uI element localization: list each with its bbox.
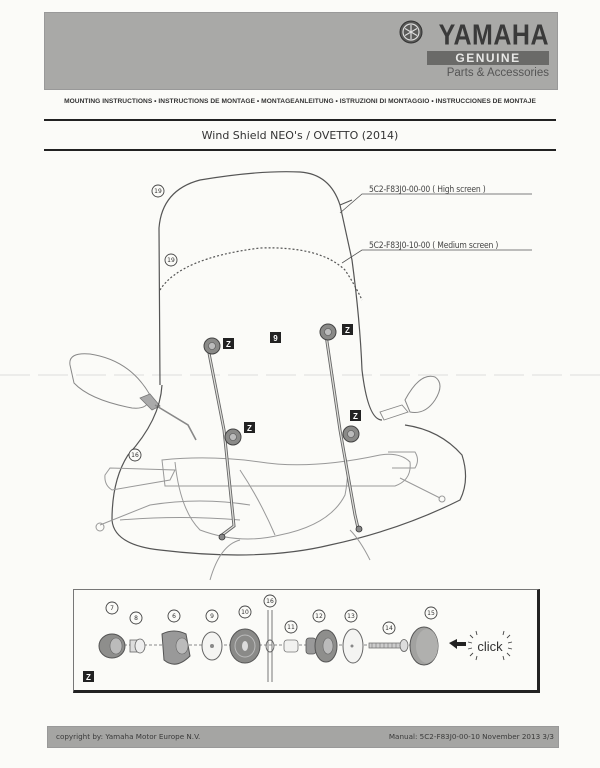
part-label-high-screen: 5C2-F83J0-00-00 ( High screen ): [369, 185, 486, 195]
copyright-text: copyright by: Yamaha Motor Europe N.V.: [56, 732, 201, 741]
callout-19-medium: 19: [164, 253, 178, 267]
callout-label: 15: [427, 610, 435, 617]
left-bracket: [203, 337, 242, 541]
callout-label: 12: [315, 613, 323, 620]
part-9-washer-icon: [201, 631, 223, 661]
medium-screen-outline: [159, 247, 363, 301]
tuning-fork-emblem-icon: [399, 20, 423, 44]
callout-9: 9: [205, 609, 219, 623]
callout-label: 19: [154, 188, 162, 195]
left-mirror-icon: [69, 353, 151, 409]
z-marker: Z: [350, 410, 361, 421]
z-marker: Z: [83, 671, 94, 682]
callout-7: 7: [105, 601, 119, 615]
part-6-grommet-icon: [161, 630, 191, 665]
callout-label: 8: [134, 615, 138, 622]
callout-label: 11: [287, 624, 295, 631]
callout-label: Z: [353, 412, 358, 421]
callout-16: 16: [263, 594, 277, 608]
callout-9: 9: [270, 332, 281, 343]
callout-16: 16: [128, 448, 142, 462]
callout-label: 6: [172, 613, 176, 620]
mounting-instructions-line: MOUNTING INSTRUCTIONS • INSTRUCTIONS DE …: [64, 98, 536, 105]
right-bracket: [319, 323, 363, 533]
callout-label: 16: [266, 598, 274, 605]
callout-10: 10: [238, 605, 252, 619]
part-7-nut-icon: [98, 633, 126, 659]
callout-label: 9: [273, 334, 278, 343]
brand-name: YAMAHA: [438, 19, 549, 52]
callout-label: Z: [345, 326, 350, 335]
manual-reference: Manual: 5C2-F83J0-00-10 November 2013 3/…: [388, 732, 554, 741]
detail-z-box: click 7 8 6 9 10 16 11 12 13 14 15 Z: [73, 589, 540, 693]
divider-bottom: [44, 149, 556, 151]
callout-label: Z: [247, 424, 252, 433]
callout-label: 7: [110, 605, 114, 612]
callout-label: Z: [226, 340, 231, 349]
callout-12: 12: [312, 609, 326, 623]
callout-label: 9: [210, 613, 214, 620]
z-marker: Z: [223, 338, 234, 349]
part-label-medium-screen: 5C2-F83J0-10-00 ( Medium screen ): [369, 241, 499, 251]
right-mirror-icon: [404, 375, 441, 413]
part-10-rubber-disc-icon: [229, 628, 261, 664]
z-marker: Z: [244, 422, 255, 433]
callout-11: 11: [284, 620, 298, 634]
click-label: click: [477, 639, 503, 654]
callout-19-high: 19: [151, 184, 165, 198]
part-12-rubber-mount-icon: [305, 629, 338, 663]
part-11-spacer-icon: [283, 639, 299, 653]
callout-6: 6: [167, 609, 181, 623]
page-title: Wind Shield NEO's / OVETTO (2014): [201, 129, 399, 142]
callout-label: 19: [167, 257, 175, 264]
callout-label: 16: [131, 452, 139, 459]
genuine-label: GENUINE: [427, 51, 549, 65]
part-8-bushing-icon: [129, 638, 146, 654]
footer-band: copyright by: Yamaha Motor Europe N.V. M…: [47, 726, 559, 748]
z-marker: Z: [342, 324, 353, 335]
callout-label: Z: [86, 673, 91, 682]
callout-8: 8: [129, 611, 143, 625]
fairing-outline: [111, 384, 467, 556]
callout-label: 10: [241, 609, 249, 616]
callout-14: 14: [382, 621, 396, 635]
yamaha-logo: YAMAHA GENUINE Parts & Accessories: [399, 19, 549, 83]
callout-label: 14: [385, 625, 393, 632]
callout-15: 15: [424, 606, 438, 620]
exploded-hardware-diagram: click 7 8 6 9 10 16 11 12 13 14 15 Z: [83, 594, 513, 682]
divider-top: [44, 119, 556, 121]
tagline: Parts & Accessories: [446, 67, 549, 79]
click-indicator-icon: [467, 630, 513, 661]
high-screen-outline: [158, 171, 383, 421]
part-14-screw-icon: [368, 639, 409, 652]
header-band: YAMAHA GENUINE Parts & Accessories: [44, 12, 558, 90]
part-13-washer-icon: [342, 628, 364, 664]
part-15-cap-icon: [409, 626, 439, 666]
callout-label: 13: [347, 613, 355, 620]
push-arrow-icon: [449, 639, 466, 649]
callout-13: 13: [344, 609, 358, 623]
